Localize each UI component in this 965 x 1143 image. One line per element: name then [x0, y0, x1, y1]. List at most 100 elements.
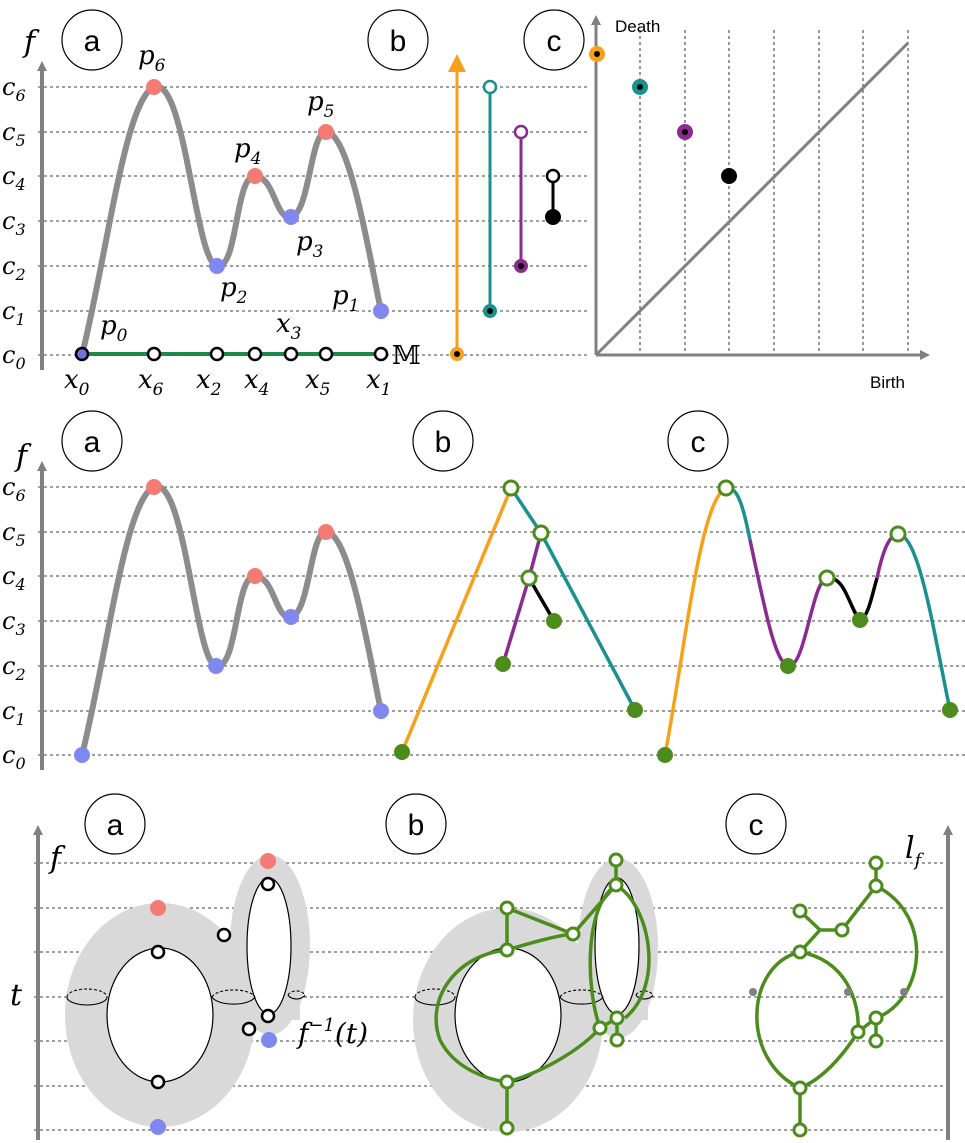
surface-b-large-hole: [454, 947, 562, 1083]
surface-a-saddle-5: [216, 927, 232, 943]
row2-max-4: [247, 568, 263, 584]
surface-b-level-set-f: [635, 990, 654, 996]
merge-tree-orange-branch: [400, 487, 513, 753]
pd-teal-point-core: [637, 84, 643, 90]
reeb-graph-edge-2: [840, 884, 878, 932]
row2-c6: c6: [2, 473, 26, 505]
row1-manifold-label: 𝕄: [392, 341, 421, 371]
merge-tree-purple-branch-lower: [501, 577, 531, 665]
reeb-graph-embedded-nodes: [499, 852, 625, 1136]
row2-min-0: [74, 747, 90, 763]
colored-curve-max-c5: [889, 525, 907, 543]
row2-f-label: f: [14, 439, 32, 474]
row1-x3-point: [283, 346, 299, 362]
surface-a-level-set-b: [66, 988, 108, 998]
merge-tree-leaf-c3: [546, 613, 562, 629]
row1-x0-point: [74, 346, 90, 362]
row2-c1: c1: [2, 697, 26, 729]
barcode-orange-birth-core: [454, 351, 460, 357]
reeb-graph-embedded-edge-2: [434, 948, 508, 1084]
row3-f-label: f: [48, 841, 66, 876]
pd-diagonal: [594, 41, 910, 357]
reeb-graph-node-7: [850, 1024, 866, 1040]
reeb-graph-node-10: [792, 1122, 808, 1138]
merge-tree-leaf-c2: [495, 656, 511, 672]
row1-p-labels: p6 p5 p4 p3 p2 p1 p0: [100, 41, 359, 346]
row1-p3-label: p3: [296, 227, 323, 262]
row1-p5-label: p5: [307, 87, 334, 122]
reeb-graph-level-point-3: [900, 988, 908, 996]
row1-c0: c0: [2, 341, 26, 373]
row1-c4: c4: [2, 162, 26, 194]
surface-a-saddle-1: [150, 944, 166, 960]
row3-t-label: t: [10, 978, 23, 1013]
surface-a-saddle-4: [260, 1008, 276, 1024]
row1-p6-dot: [146, 79, 162, 95]
row3-lf-label: lf: [905, 831, 925, 871]
merge-tree-saddle-c6: [502, 479, 520, 497]
surface-b-level-set-d: [559, 989, 604, 998]
colored-curve-teal-right: [897, 532, 952, 711]
reeb-graph-embedded-node-10: [499, 1120, 515, 1136]
row1-x2-point: [209, 346, 225, 362]
surface-a-max-1: [150, 900, 166, 916]
row1-c1: c1: [2, 297, 26, 329]
reeb-graph-node-8: [868, 1033, 884, 1049]
surface-a-max-2: [260, 853, 276, 869]
reeb-graph-embedded-node-7: [609, 1010, 625, 1026]
row3-surface-b: [413, 852, 658, 1136]
reeb-graph-embedded-edge-8: [588, 883, 618, 1029]
pd-death-label: Death: [615, 17, 660, 36]
row1-x5-label: x5: [305, 365, 331, 400]
row2-colored-curve: [657, 479, 958, 763]
surface-b-level-set: [414, 988, 654, 1006]
row2-max-6: [146, 479, 162, 495]
row1-x1-point: [373, 346, 389, 362]
merge-tree-teal-branch-upper: [509, 487, 543, 534]
surface-b-level-set-a: [414, 996, 456, 1006]
pd-purple-point-core: [682, 129, 688, 135]
row1-c5: c5: [2, 118, 26, 150]
reeb-graph-embedded-node-6: [592, 1020, 608, 1036]
reeb-graph-level-points: [749, 988, 908, 996]
row2-panel-b-label: b: [412, 410, 474, 472]
reeb-graph-embedded-node-9: [499, 1074, 515, 1090]
surface-a-level-set-d: [211, 989, 256, 998]
reeb-graph-node-6: [868, 1010, 884, 1026]
reeb-graph-node-2: [868, 878, 884, 894]
barcode-purple-birth-core: [518, 263, 524, 269]
reeb-graph-level-point-1: [749, 988, 757, 996]
reeb-graph-embedded-node-2: [499, 942, 515, 958]
row2-c5: c5: [2, 518, 26, 550]
surface-a-level-set-a: [66, 996, 108, 1006]
row1-x-labels: x0 x6 x2 x4 x5 x1 x3 𝕄: [64, 309, 421, 400]
row3: f t lf a b c: [10, 793, 953, 1140]
reeb-graph-node-3: [792, 903, 808, 919]
surface-b-level-set-e: [635, 994, 654, 1000]
row3-panel-b-label: b: [385, 793, 447, 855]
row2-panel-a-label: a: [61, 410, 123, 472]
row2-min-3: [283, 609, 299, 625]
surface-a-min-2: [261, 1032, 277, 1048]
reeb-graph-node-1: [868, 855, 884, 871]
colored-curve-orange: [663, 486, 728, 756]
row1-critical-points: [146, 79, 389, 319]
row1-p6-label: p6: [138, 41, 166, 76]
reeb-graph-embedded-node-3: [565, 926, 581, 942]
row1-p2-dot: [209, 258, 225, 274]
surface-a-saddle-2: [150, 1074, 166, 1090]
barcode-black-death: [545, 168, 561, 184]
merge-tree-leaf-c0: [394, 744, 410, 760]
row1-x5-point: [318, 346, 334, 362]
row1-persistence-diagram: Death Birth: [589, 15, 930, 392]
row2-letter-c: c: [691, 426, 706, 459]
merge-tree-saddle-c5: [532, 524, 550, 542]
row1-c3: c3: [2, 207, 26, 239]
row2-panel-c-label: c: [667, 410, 729, 472]
row1-c2: c2: [2, 252, 26, 284]
barcode-purple-death: [513, 124, 529, 140]
row3-letter-a: a: [107, 809, 124, 842]
surface-a-level-set: [66, 988, 306, 1006]
row2-merge-tree: [394, 479, 643, 760]
row1-f-label: f: [22, 25, 40, 60]
